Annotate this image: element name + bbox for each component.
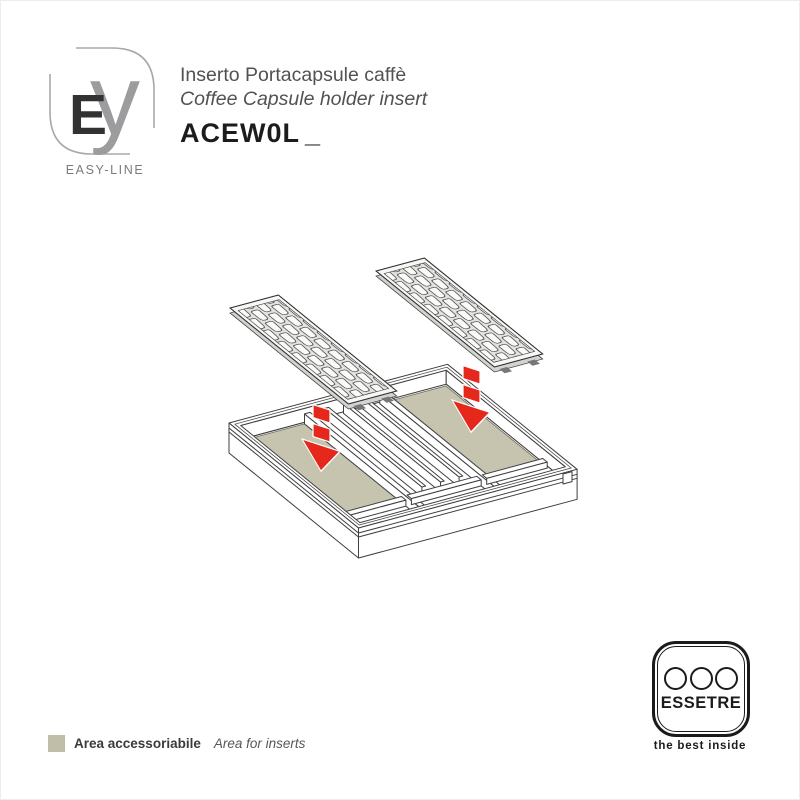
- legend-label-italian: Area accessoriabile: [74, 736, 201, 751]
- title-block: Inserto Portacapsule caffè Coffee Capsul…: [180, 63, 427, 148]
- logo-letter-y: y: [90, 44, 140, 156]
- easy-line-logo: y E: [49, 44, 155, 156]
- rail-notch: [562, 471, 573, 485]
- drawer-front-right-face: [358, 468, 578, 559]
- arrow-down-left-icon: [300, 403, 342, 473]
- grid-foot: [499, 367, 513, 374]
- grid-foot: [381, 396, 394, 403]
- insert-direction-arrows: [300, 364, 492, 473]
- crossbars: [340, 458, 548, 523]
- essetre-circles-icon: [664, 667, 738, 690]
- product-code-text: ACEW0L: [180, 118, 300, 148]
- product-title-italian: Inserto Portacapsule caffè: [180, 64, 407, 86]
- brand-name: ESSETRE: [660, 694, 742, 712]
- grid-foot: [353, 404, 367, 411]
- logo-caption: EASY-LINE: [65, 163, 145, 177]
- product-title-english: Coffee Capsule holder insert: [180, 88, 428, 110]
- capsule-grid-left: [229, 294, 398, 411]
- arrow-down-right-icon: [450, 364, 492, 434]
- product-code: ACEW0L_: [180, 118, 427, 148]
- product-code-suffix: _: [305, 118, 321, 148]
- logo-frame-arc-top-right: [76, 47, 155, 128]
- essetre-logo: ESSETRE: [652, 641, 750, 737]
- brand-tagline: the best inside: [653, 740, 747, 752]
- logo-letter-e: E: [69, 83, 107, 147]
- logo-frame-arc-bottom-left: [49, 74, 130, 155]
- drawer-insert: [228, 363, 578, 559]
- legend-label-english: Area for inserts: [213, 736, 306, 751]
- grid-foot: [527, 359, 540, 366]
- capsule-grid-right: [375, 257, 544, 374]
- legend: Area accessoriabile Area for inserts: [48, 735, 305, 752]
- legend-swatch: [48, 735, 65, 752]
